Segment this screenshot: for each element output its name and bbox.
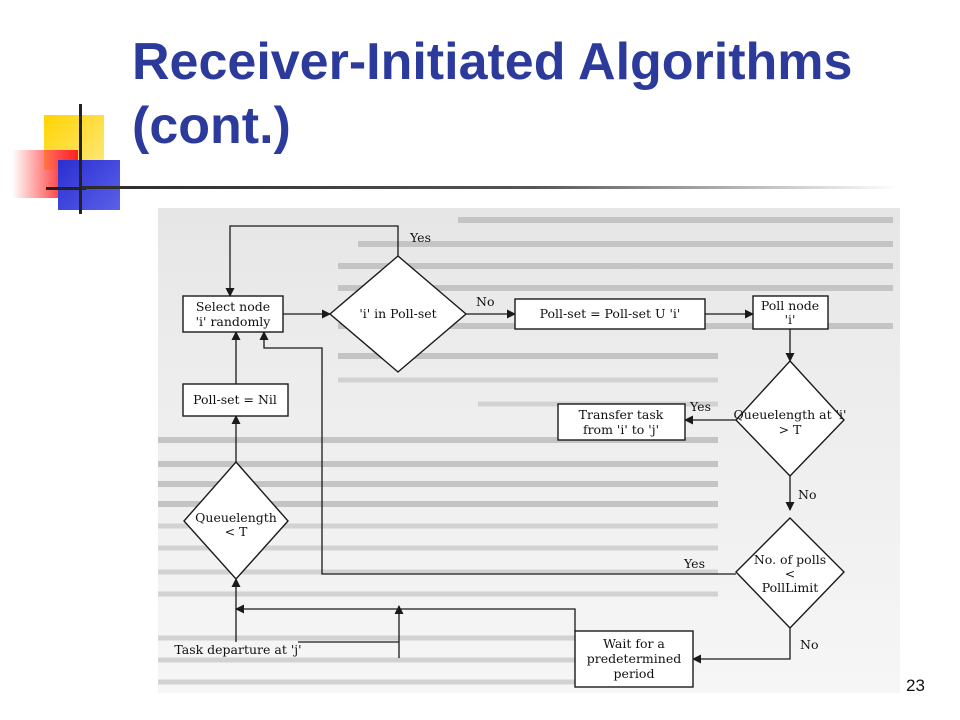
transfer-task-line-1: Transfer task: [579, 407, 664, 422]
node-select-node: Select node 'i' randomly: [182, 295, 284, 333]
edge-label-no-in-poll: No: [476, 294, 494, 309]
node-poll-set-union: Poll-set = Poll-set U 'i': [514, 298, 706, 330]
edge-label-no-polls: No: [800, 637, 818, 652]
num-polls-line-2: <: [785, 566, 795, 581]
edge-label-no-queue: No: [798, 487, 816, 502]
node-transfer-task: Transfer task from 'i' to 'j': [557, 403, 686, 441]
node-poll-node: Poll node 'i': [752, 295, 829, 330]
in-poll-set-label: 'i' in Poll-set: [359, 306, 436, 321]
decor-horizontal-line: [46, 187, 86, 190]
node-in-poll-set-diamond: 'i' in Poll-set: [328, 255, 468, 373]
node-queuelength-at-i-diamond: Queuelength at 'i' > T: [734, 359, 847, 478]
poll-set-union-label: Poll-set = Poll-set U 'i': [540, 306, 681, 321]
flowchart: Select node 'i' randomly 'i' in Poll-set…: [158, 217, 893, 688]
node-queuelength-lt-t-diamond: Queuelength < T: [183, 460, 289, 581]
wait-period-line-2: predetermined: [587, 651, 681, 666]
transfer-task-line-2: from 'i' to 'j': [583, 422, 659, 437]
select-node-line-1: Select node: [196, 299, 270, 314]
queuelength-lt-t-line-2: < T: [225, 524, 248, 539]
edge-label-yes-transfer: Yes: [689, 399, 711, 414]
queuelength-at-i-line-2: > T: [779, 422, 802, 437]
poll-set-nil-label: Poll-set = Nil: [193, 392, 277, 407]
wait-period-line-1: Wait for a: [603, 636, 665, 651]
flowchart-connectors: [225, 225, 795, 664]
decor-vertical-line: [79, 104, 82, 214]
poll-node-line-1: Poll node: [761, 298, 819, 313]
decor-blue-square: [58, 160, 120, 210]
select-node-line-2: 'i' randomly: [196, 314, 272, 329]
wait-period-line-3: period: [614, 666, 655, 681]
edge-label-yes-polls: Yes: [683, 556, 705, 571]
node-poll-set-nil: Poll-set = Nil: [182, 383, 289, 417]
num-polls-line-1: No. of polls: [754, 552, 826, 567]
node-num-polls-diamond: No. of polls < PollLimit: [735, 517, 845, 630]
num-polls-line-3: PollLimit: [762, 580, 819, 595]
task-departure-label: Task departure at 'j': [174, 642, 301, 657]
queuelength-at-i-line-1: Queuelength at 'i': [734, 407, 847, 422]
page-number: 23: [906, 676, 925, 695]
title-underline: [82, 186, 900, 189]
node-task-departure: Task departure at 'j': [174, 641, 399, 657]
slide-title: Receiver-Initiated Algorithms (cont.): [132, 33, 853, 155]
poll-node-line-2: 'i': [785, 312, 796, 327]
queuelength-lt-t-line-1: Queuelength: [195, 510, 277, 525]
edge-label-yes-top: Yes: [409, 230, 431, 245]
node-wait-period: Wait for a predetermined period: [574, 630, 694, 688]
